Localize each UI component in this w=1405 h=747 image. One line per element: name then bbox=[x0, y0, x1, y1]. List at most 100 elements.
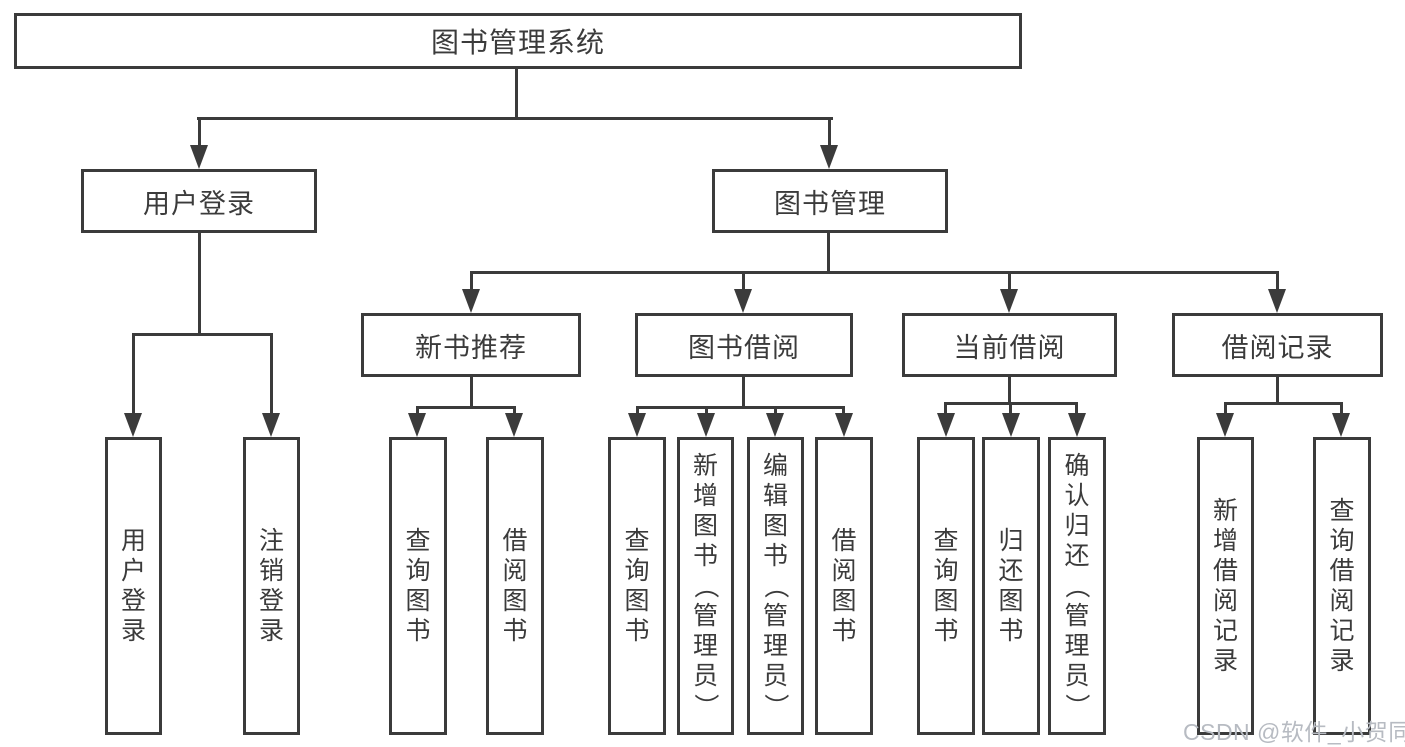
vertical-char: 图 bbox=[933, 587, 959, 615]
leaf-return-books: 归还图书 bbox=[982, 437, 1040, 735]
vertical-char: ） bbox=[1062, 693, 1091, 719]
node-label: 图书管理系统 bbox=[430, 27, 605, 58]
vertical-char: 记 bbox=[1212, 617, 1238, 645]
vertical-char: 查 bbox=[624, 527, 650, 555]
vertical-char: 还 bbox=[998, 557, 1024, 585]
vertical-char: 登 bbox=[120, 587, 146, 615]
vertical-char: 管 bbox=[762, 602, 788, 630]
connector-user-login-horizontal bbox=[132, 333, 273, 336]
vertical-char: 书 bbox=[405, 617, 431, 645]
connector-stem bbox=[513, 406, 516, 417]
vertical-char: 书 bbox=[998, 617, 1024, 645]
arrowhead-down-icon bbox=[1068, 413, 1086, 437]
connector-stem bbox=[1008, 271, 1011, 293]
arrowhead-down-icon bbox=[1000, 289, 1018, 313]
vertical-char: 查 bbox=[933, 527, 959, 555]
leaf-label: 查询借阅记录 bbox=[1329, 496, 1354, 676]
connector-stem bbox=[842, 406, 845, 417]
vertical-char: 记 bbox=[1329, 617, 1355, 645]
connector-stem bbox=[270, 333, 273, 416]
leaf-label: 编辑图书（管理员） bbox=[761, 451, 790, 721]
vertical-char: 图 bbox=[692, 512, 718, 540]
vertical-char: 确 bbox=[1064, 452, 1090, 480]
connector-stem bbox=[774, 406, 777, 417]
arrowhead-down-icon bbox=[835, 413, 853, 437]
arrowhead-down-icon bbox=[628, 413, 646, 437]
node-borrowing-records: 借阅记录 bbox=[1172, 313, 1383, 377]
vertical-char: 书 bbox=[624, 617, 650, 645]
leaf-query-borrow-record: 查询借阅记录 bbox=[1313, 437, 1371, 735]
vertical-char: 新 bbox=[692, 452, 718, 480]
leaf-label: 新增借阅记录 bbox=[1213, 496, 1238, 676]
connector-stem bbox=[1276, 271, 1279, 293]
vertical-char: 增 bbox=[1212, 527, 1238, 555]
connector-book-mgmt-horizontal bbox=[470, 271, 1279, 274]
vertical-char: 户 bbox=[120, 557, 146, 585]
leaf-label: 查询图书 bbox=[624, 526, 649, 646]
connector-borrowing-horizontal bbox=[636, 406, 845, 409]
arrowhead-down-icon bbox=[1332, 413, 1350, 437]
vertical-char: 图 bbox=[502, 587, 528, 615]
vertical-char: 录 bbox=[120, 617, 146, 645]
connector-stem bbox=[416, 406, 419, 417]
node-label: 当前借阅 bbox=[953, 332, 1066, 363]
vertical-char: 管 bbox=[1064, 602, 1090, 630]
vertical-char: 理 bbox=[1064, 632, 1090, 660]
vertical-char: 还 bbox=[1064, 542, 1090, 570]
leaf-label: 注销登录 bbox=[259, 526, 284, 646]
vertical-char: 书 bbox=[692, 542, 718, 570]
vertical-char: 图 bbox=[998, 587, 1024, 615]
vertical-char: 阅 bbox=[502, 557, 528, 585]
connector-root-trunk bbox=[515, 69, 518, 119]
leaf-user-login: 用户登录 bbox=[105, 437, 162, 735]
arrowhead-down-icon bbox=[1216, 413, 1234, 437]
leaf-query-books-recommend: 查询图书 bbox=[389, 437, 447, 735]
vertical-char: 理 bbox=[762, 632, 788, 660]
vertical-char: 用 bbox=[120, 527, 146, 555]
vertical-char: 阅 bbox=[1329, 587, 1355, 615]
vertical-char: 图 bbox=[405, 587, 431, 615]
vertical-char: （ bbox=[691, 573, 720, 599]
node-user-login: 用户登录 bbox=[81, 169, 317, 233]
vertical-char: 借 bbox=[1212, 557, 1238, 585]
leaf-add-books-admin: 新增图书（管理员） bbox=[677, 437, 734, 735]
connector-stem bbox=[705, 406, 708, 417]
leaf-query-books-current: 查询图书 bbox=[917, 437, 975, 735]
node-label: 图书管理 bbox=[774, 188, 886, 219]
vertical-char: 登 bbox=[258, 587, 284, 615]
vertical-char: （ bbox=[761, 573, 790, 599]
connector-stem bbox=[1009, 402, 1012, 415]
connector-stem bbox=[1075, 402, 1078, 415]
vertical-char: 归 bbox=[998, 527, 1024, 555]
vertical-char: 员 bbox=[762, 662, 788, 690]
node-label: 用户登录 bbox=[143, 188, 255, 219]
csdn-watermark: CSDN @软件_小贺同学 bbox=[1183, 719, 1405, 745]
connector-stem bbox=[198, 117, 201, 149]
connector-user-login-trunk bbox=[198, 233, 201, 335]
connector-records-trunk bbox=[1276, 377, 1279, 405]
leaf-logout: 注销登录 bbox=[243, 437, 300, 735]
vertical-char: 录 bbox=[1212, 647, 1238, 675]
node-new-book-recommend: 新书推荐 bbox=[361, 313, 581, 377]
vertical-char: 书 bbox=[831, 617, 857, 645]
vertical-char: 辑 bbox=[762, 482, 788, 510]
leaf-label: 查询图书 bbox=[933, 526, 958, 646]
vertical-char: 编 bbox=[762, 452, 788, 480]
connector-stem bbox=[470, 271, 473, 293]
leaf-label: 查询图书 bbox=[405, 526, 430, 646]
vertical-char: 理 bbox=[692, 632, 718, 660]
vertical-char: 书 bbox=[933, 617, 959, 645]
connector-current-trunk bbox=[1008, 377, 1011, 405]
vertical-char: 询 bbox=[933, 557, 959, 585]
vertical-char: 借 bbox=[1329, 557, 1355, 585]
vertical-char: ） bbox=[691, 693, 720, 719]
vertical-char: 录 bbox=[258, 617, 284, 645]
vertical-char: 注 bbox=[258, 527, 284, 555]
vertical-char: （ bbox=[1062, 573, 1091, 599]
vertical-char: 询 bbox=[405, 557, 431, 585]
arrowhead-down-icon bbox=[937, 413, 955, 437]
vertical-char: 阅 bbox=[831, 557, 857, 585]
connector-stem bbox=[1340, 402, 1343, 415]
arrowhead-down-icon bbox=[697, 413, 715, 437]
